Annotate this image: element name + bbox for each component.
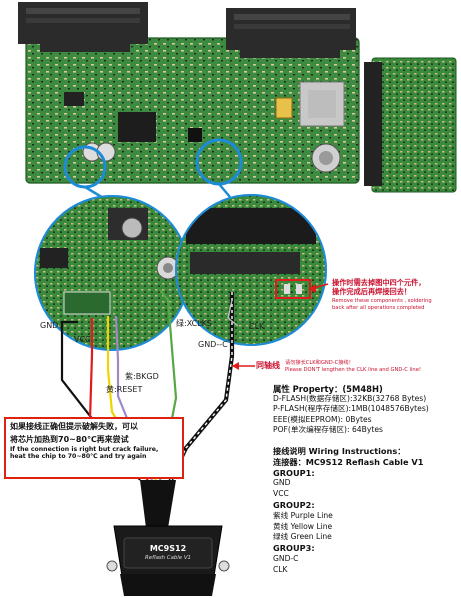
property-pof: POF(单次编程存储区): 64Bytes [273,424,383,434]
warning-cn2: 将芯片加热到70~80℃再来尝试 [10,435,129,444]
side-board [371,57,457,193]
label-clk: CLK [249,322,265,331]
warning-en1: If the connection is right but crack fai… [10,446,159,453]
wiring-group2: GROUP2: [273,499,315,510]
label-xclks: 绿:XCLKS [176,319,212,328]
property-eee: EEE(模拟EEPROM): 0Bytes [273,414,372,424]
wiring-group1: GROUP1: [273,467,315,478]
label-gnd: GND [40,321,59,330]
connector-subtitle: Reflash Cable V1 [145,555,191,561]
property-block: 属性 Property：(5M48H) D-FLASH(数据存储区):32KB(… [273,384,459,435]
label-vcc: VCC [74,335,91,344]
remove-note-cn2: 操作完成后再焊接回去！ [332,287,412,296]
wiring-cable: 连接器：MC9S12 Reflash Cable V1 [273,456,424,467]
coax-note-cn: 请勿接长CLK和GND-C接线！ [285,360,354,366]
wiring-g1-item: GND [273,478,291,488]
warning-cn1: 如果接线正确但提示破解失败，可以 [10,422,138,431]
wiring-g2-item: 黄线 Yellow Line [273,521,333,531]
coax-note-en: Please DON'T lengthen the CLK line and G… [285,367,421,373]
cable-bundle [140,480,176,528]
ecu-connector-left [18,2,148,52]
label-coax: 同轴线 [256,361,280,370]
wiring-g1-item: VCC [273,489,289,499]
wiring-g3-item: CLK [273,564,288,574]
wiring-g3-item: GND-C [273,553,299,563]
wiring-g2-item: 紫线 Purple Line [273,510,333,520]
wiring-block: 接线说明 Wiring Instructions： 连接器：MC9S12 Ref… [273,446,459,576]
remove-note-cn1: 操作时需去掉图中四个元件， [332,278,426,287]
wiring-group3: GROUP3: [273,543,315,554]
label-gnd-c: GND--C [198,340,228,349]
remove-note-en1: Remove these components , soldering [332,298,432,304]
property-title: 属性 Property：(5M48H) [273,384,383,394]
warning-box: 如果接线正确但提示破解失败，可以 将芯片加热到70~80℃再来尝试 If the… [4,417,184,479]
remove-note-en2: back after all operations completed [332,305,425,311]
property-pflash: P-FLASH(程序存储区):1MB(1048576Bytes) [273,404,429,414]
ecu-connector-right [226,8,356,58]
wiring-title: 接线说明 Wiring Instructions： [273,446,406,456]
warning-en2: heat the chip to 70~80℃ and try again [10,453,147,461]
connector-title: MC9S12 [149,544,187,553]
wiring-g2-item: 绿线 Green Line [273,532,332,542]
label-reset: 黄:RESET [106,385,143,394]
property-dflash: D-FLASH(数据存储区):32KB(32768 Bytes) [273,394,427,404]
label-bkgd: 紫:BKGD [125,372,159,381]
